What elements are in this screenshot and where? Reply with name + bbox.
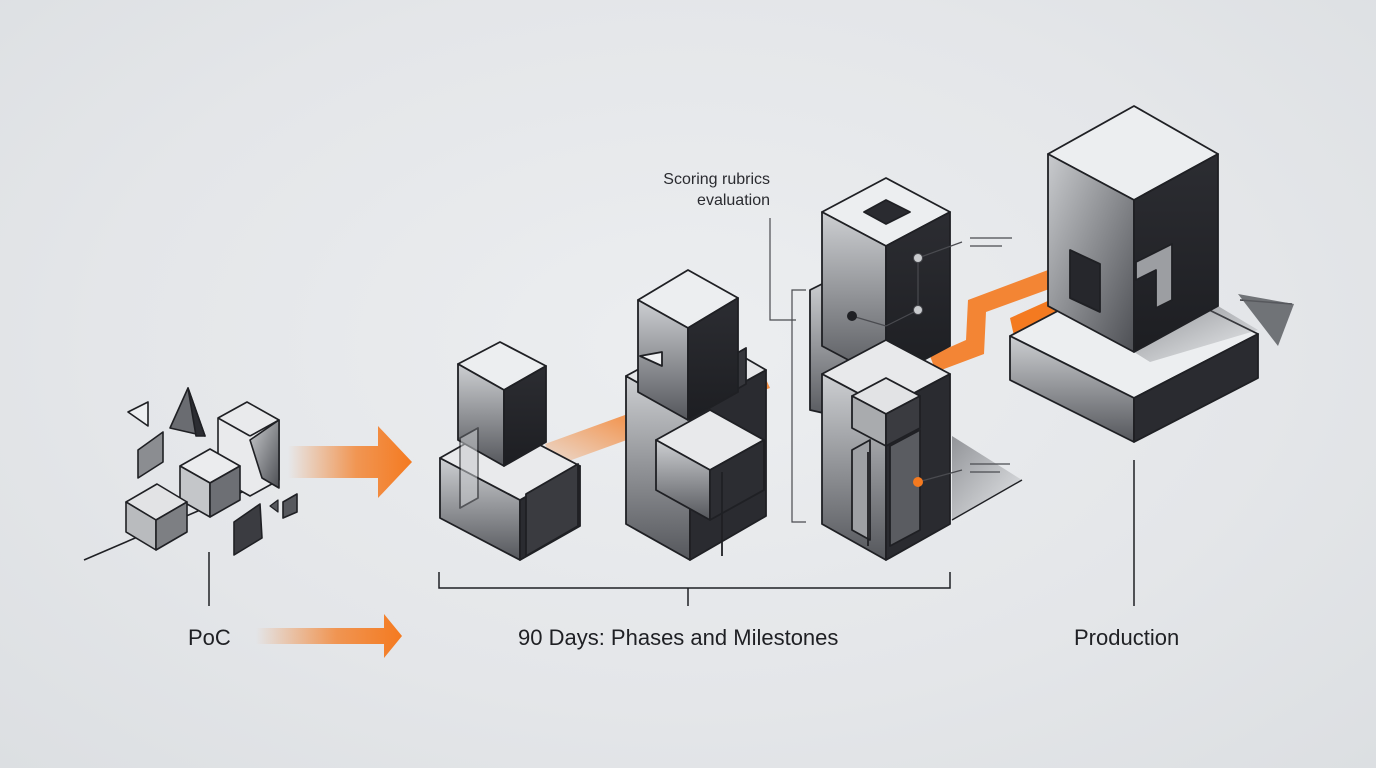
flow-arrow	[288, 426, 412, 498]
label-arrow	[256, 614, 402, 658]
milestone-dot-upper	[913, 253, 923, 263]
phase-block-1	[439, 341, 581, 561]
milestone-dot-dark	[847, 311, 857, 321]
poc-label: PoC	[188, 625, 231, 650]
phase-block-3	[809, 177, 1023, 561]
milestone-dot-accent	[913, 477, 923, 487]
phase-bracket	[438, 572, 951, 606]
annotation-line-1: Scoring rubrics	[663, 171, 770, 188]
phases-label: 90 Days: Phases and Milestones	[518, 625, 839, 650]
phase-block-2	[625, 269, 767, 561]
output-arrow	[1238, 294, 1294, 346]
milestone-dots	[847, 253, 923, 487]
annotation-connectors	[769, 218, 1012, 523]
scoring-annotation: Scoring rubrics evaluation	[640, 169, 770, 211]
production-block	[1009, 105, 1259, 443]
poc-fragments	[83, 387, 298, 561]
annotation-line-2: evaluation	[697, 192, 770, 209]
milestone-dot-middle	[913, 305, 923, 315]
production-label: Production	[1074, 625, 1180, 650]
